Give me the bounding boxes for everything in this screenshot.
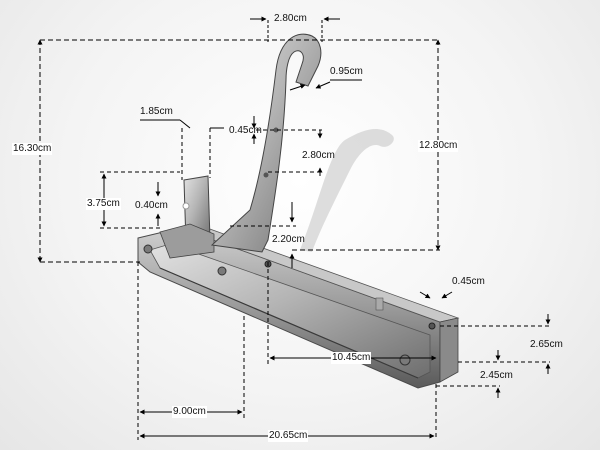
dim-hook-slot-width: 0.45cm (229, 125, 262, 136)
dim-end-bracket-height: 2.65cm (530, 339, 563, 350)
pin-marker (182, 202, 190, 210)
hook-shadow (300, 128, 394, 252)
dim-total-length: 20.65cm (268, 430, 309, 442)
dim-hook-height: 12.80cm (418, 140, 459, 152)
rivet-front (143, 244, 153, 254)
hook-arm (210, 33, 322, 253)
dim-hole-spacing: 2.80cm (302, 150, 335, 161)
dim-tab-height: 3.75cm (86, 198, 121, 210)
dimension-lines (37, 16, 551, 440)
dim-bracket-offset: 10.45cm (331, 352, 372, 364)
dim-pin-diameter: 0.40cm (135, 200, 168, 211)
rivet-rear (399, 354, 411, 366)
rivet-mid (217, 266, 227, 276)
dim-front-offset: 9.00cm (172, 406, 207, 418)
dim-end-tab-width: 0.45cm (452, 276, 485, 287)
dim-total-height: 16.30cm (12, 143, 53, 155)
dim-bar-height: 2.20cm (272, 234, 305, 245)
end-hole (428, 322, 436, 330)
stamp-mark (375, 297, 384, 311)
upright-tab (159, 175, 215, 259)
dim-hook-tip-gap: 0.95cm (330, 66, 363, 77)
dim-end-drop: 2.45cm (480, 370, 513, 381)
dim-hook-width: 2.80cm (274, 13, 307, 24)
dim-top-tab-width: 1.85cm (140, 106, 173, 117)
